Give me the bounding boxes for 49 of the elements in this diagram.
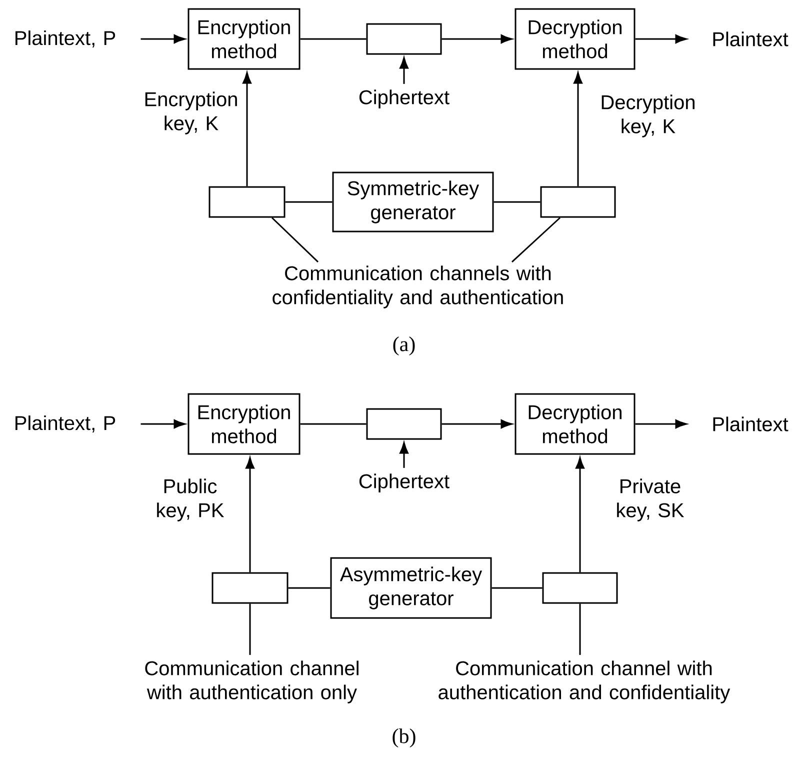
ciphertext-label: Ciphertext — [359, 90, 450, 108]
connector-line — [492, 587, 542, 589]
process-box: Decryption method — [514, 393, 636, 455]
arrow — [442, 34, 512, 44]
leader-line — [579, 604, 581, 655]
empty-box — [212, 572, 288, 604]
empty-box — [366, 23, 442, 55]
arrow — [242, 72, 252, 186]
arrow — [400, 442, 408, 468]
process-box: Encryption method — [188, 8, 300, 70]
arrow — [140, 34, 186, 44]
arrow — [635, 34, 687, 44]
empty-box — [540, 186, 616, 218]
generator-box: Asymmetric-key generator — [330, 557, 492, 619]
connector-line — [300, 423, 366, 425]
generator-box: Symmetric-key generator — [332, 172, 494, 232]
panel-label: (b) — [392, 728, 416, 748]
leader-line — [512, 217, 561, 262]
arrow — [140, 420, 186, 428]
arrow — [635, 420, 687, 428]
input-label: Plaintext, P — [16, 415, 116, 433]
input-label: Plaintext, P — [16, 30, 116, 48]
ciphertext-label: Ciphertext — [359, 474, 450, 492]
leader-line — [249, 604, 251, 655]
channel-label: Communication channels with confidentiality and authentication — [272, 266, 563, 308]
channel-label: Communication channel with authentication only — [145, 660, 358, 704]
connector-line — [288, 587, 330, 589]
connector-line — [285, 201, 332, 203]
panel-label: (a) — [393, 336, 415, 356]
arrow — [574, 72, 582, 186]
arrow — [576, 457, 584, 572]
process-box: Decryption method — [514, 8, 636, 70]
connector-line — [300, 38, 366, 40]
leader-line — [271, 217, 319, 262]
output-label: Plaintext — [713, 32, 788, 46]
output-label: Plaintext — [713, 416, 788, 432]
empty-box — [366, 408, 442, 440]
channel-label: Communication channel with authentication and confidentiality — [438, 660, 730, 704]
arrow — [246, 457, 254, 572]
arrow — [400, 57, 408, 84]
edge-label: Encryption key, K — [139, 90, 243, 136]
empty-box — [542, 572, 618, 604]
edge-label: Public key, PK — [150, 476, 230, 524]
empty-box — [208, 186, 286, 218]
arrow — [442, 420, 512, 428]
connector-line — [494, 201, 540, 203]
edge-label: Private key, SK — [608, 476, 692, 524]
edge-label: Decryption key, K — [596, 92, 700, 140]
process-box: Encryption method — [188, 393, 300, 455]
